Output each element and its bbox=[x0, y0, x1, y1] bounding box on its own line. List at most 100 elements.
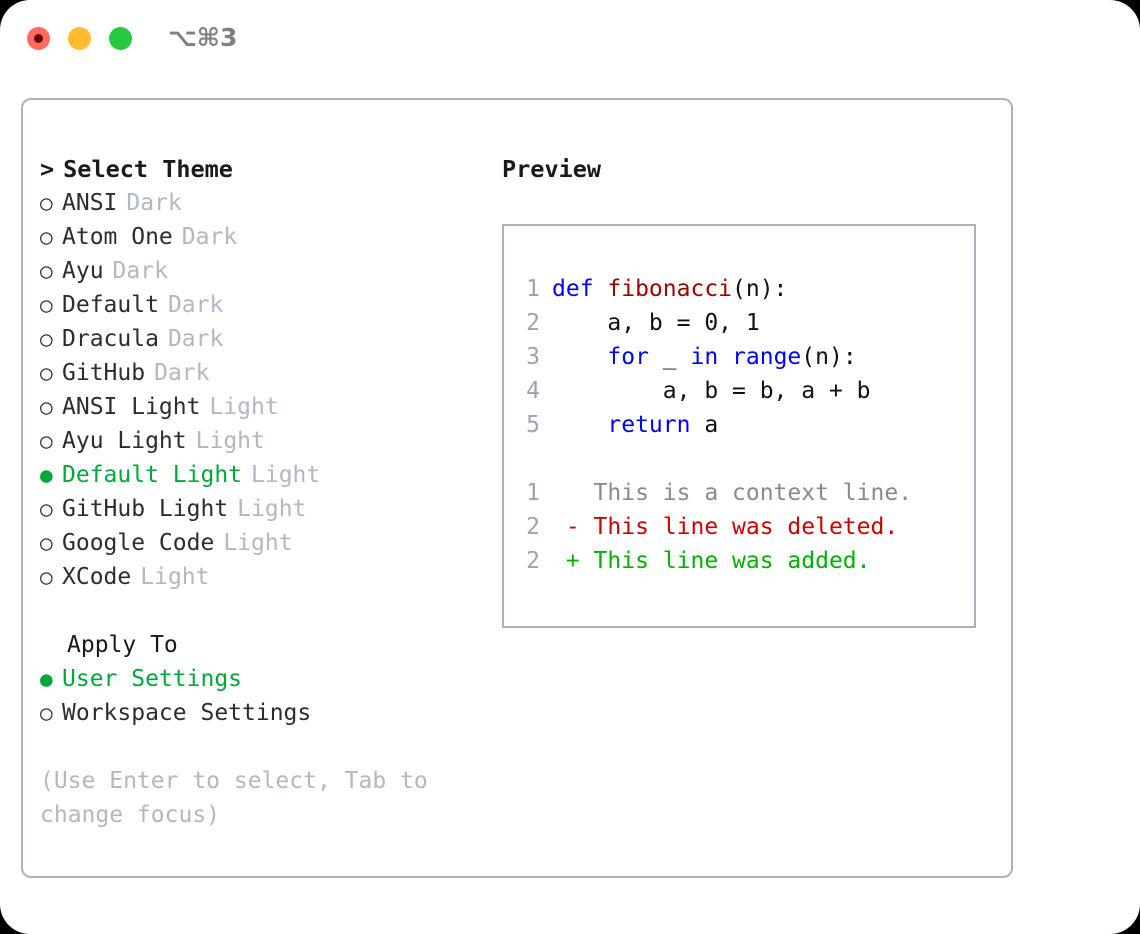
diff-line-del: 2 - This line was deleted. bbox=[514, 510, 968, 544]
theme-item-ayu[interactable]: ○ Ayu Dark bbox=[40, 254, 490, 288]
close-button[interactable] bbox=[27, 27, 50, 50]
code-line-text: a, b = b, a + b bbox=[552, 374, 871, 408]
zoom-button[interactable] bbox=[109, 27, 132, 50]
theme-item-label: Default Light bbox=[62, 462, 243, 488]
code-line-number: 2 bbox=[526, 310, 540, 336]
code-line: 1 def fibonacci(n): bbox=[514, 272, 968, 306]
code-line: 2 a, b = 0, 1 bbox=[514, 306, 968, 340]
theme-item-label: Dracula bbox=[62, 326, 159, 352]
radio-unselected-icon: ○ bbox=[40, 259, 53, 283]
code-token-plain bbox=[718, 344, 732, 370]
apply-to-option-label: Workspace Settings bbox=[62, 700, 312, 726]
radio-unselected-icon: ○ bbox=[40, 361, 53, 385]
radio-unselected-icon: ○ bbox=[40, 565, 53, 589]
hint-spacer bbox=[40, 730, 490, 764]
theme-item-category: Light bbox=[237, 496, 307, 522]
theme-item-category: Light bbox=[140, 564, 210, 590]
code-line-text: def fibonacci(n): bbox=[552, 272, 787, 306]
theme-item-label: XCode bbox=[62, 564, 132, 590]
radio-unselected-icon: ○ bbox=[40, 429, 53, 453]
theme-item-label: Ayu Light bbox=[62, 428, 187, 454]
diff-line-number: 2 bbox=[526, 548, 540, 574]
theme-item-category: Light bbox=[195, 428, 265, 454]
code-token-kw: for bbox=[607, 344, 649, 370]
code-token-fn: fibonacci bbox=[607, 276, 733, 302]
minimize-button[interactable] bbox=[68, 27, 91, 50]
window-controls bbox=[27, 27, 132, 50]
prompt-caret-icon: > bbox=[40, 155, 55, 183]
theme-item-label: ANSI bbox=[62, 190, 118, 216]
list-spacer bbox=[40, 594, 490, 628]
theme-item-category: Dark bbox=[181, 224, 238, 250]
code-token-plain bbox=[552, 412, 607, 438]
theme-item-label: Google Code bbox=[62, 530, 215, 556]
code-token-plain: (n): bbox=[801, 344, 857, 370]
diff-line-number: 1 bbox=[526, 480, 540, 506]
diff-lines: 1 This is a context line.2 - This line w… bbox=[514, 476, 968, 578]
apply-to-option-user-settings[interactable]: ●User Settings bbox=[40, 662, 490, 696]
radio-unselected-icon: ○ bbox=[40, 701, 53, 725]
code-line: 3 for _ in range(n): bbox=[514, 340, 968, 374]
radio-unselected-icon: ○ bbox=[40, 531, 53, 555]
code-token-kw: def bbox=[552, 276, 608, 302]
apply-to-option-workspace-settings[interactable]: ○ Workspace Settings bbox=[40, 696, 490, 730]
theme-item-xcode[interactable]: ○ XCode Light bbox=[40, 560, 490, 594]
theme-item-ayu-light[interactable]: ○ Ayu Light Light bbox=[40, 424, 490, 458]
code-line-number: 5 bbox=[526, 412, 540, 438]
code-line: 5 return a bbox=[514, 408, 968, 442]
theme-item-label: Atom One bbox=[62, 224, 173, 250]
diff-line-text: This is a context line. bbox=[552, 480, 913, 506]
radio-unselected-icon: ○ bbox=[40, 327, 53, 351]
code-line-number: 1 bbox=[526, 276, 540, 302]
theme-item-category: Dark bbox=[112, 258, 168, 284]
theme-item-category: Dark bbox=[167, 292, 224, 318]
theme-item-label: GitHub bbox=[62, 360, 146, 386]
radio-unselected-icon: ○ bbox=[40, 293, 53, 317]
theme-item-dracula[interactable]: ○ Dracula Dark bbox=[40, 322, 490, 356]
theme-item-github[interactable]: ○ GitHub Dark bbox=[40, 356, 490, 390]
code-token-kw: in bbox=[690, 344, 719, 370]
diff-line-number: 2 bbox=[526, 514, 540, 540]
radio-unselected-icon: ○ bbox=[40, 191, 53, 215]
code-token-plain: a, b = b, a + b bbox=[552, 378, 871, 404]
theme-item-ansi[interactable]: ○ ANSI Dark bbox=[40, 186, 490, 220]
code-token-plain: _ bbox=[648, 344, 691, 370]
radio-unselected-icon: ○ bbox=[40, 497, 53, 521]
diff-line-text: + This line was added. bbox=[552, 548, 871, 574]
code-line: 4 a, b = b, a + b bbox=[514, 374, 968, 408]
radio-selected-icon: ● bbox=[40, 667, 53, 691]
theme-item-github-light[interactable]: ○ GitHub Light Light bbox=[40, 492, 490, 526]
theme-item-category: Light bbox=[223, 530, 293, 556]
diff-line-add: 2 + This line was added. bbox=[514, 544, 968, 578]
select-theme-title: Select Theme bbox=[63, 155, 233, 183]
keyboard-hint-text: (Use Enter to select, Tab to change focu… bbox=[40, 768, 428, 828]
theme-item-google-code[interactable]: ○ Google Code Light bbox=[40, 526, 490, 560]
theme-item-category: Dark bbox=[167, 326, 224, 352]
code-token-plain: a, b = 0, 1 bbox=[552, 310, 760, 336]
code-line-text: return a bbox=[552, 408, 718, 442]
theme-item-label: GitHub Light bbox=[62, 496, 229, 522]
code-line-number: 3 bbox=[526, 344, 540, 370]
preview-title: Preview bbox=[502, 155, 602, 183]
theme-item-label: Ayu bbox=[62, 258, 104, 284]
radio-unselected-icon: ○ bbox=[40, 395, 53, 419]
radio-selected-icon: ● bbox=[40, 463, 53, 487]
apply-to-title: Apply To bbox=[67, 632, 178, 658]
theme-item-label: ANSI Light bbox=[62, 394, 201, 420]
diff-line-text: - This line was deleted. bbox=[552, 514, 899, 540]
diff-line-ctx: 1 This is a context line. bbox=[514, 476, 968, 510]
theme-item-category: Dark bbox=[126, 190, 182, 216]
code-token-plain bbox=[552, 344, 607, 370]
theme-item-category: Dark bbox=[154, 360, 210, 386]
